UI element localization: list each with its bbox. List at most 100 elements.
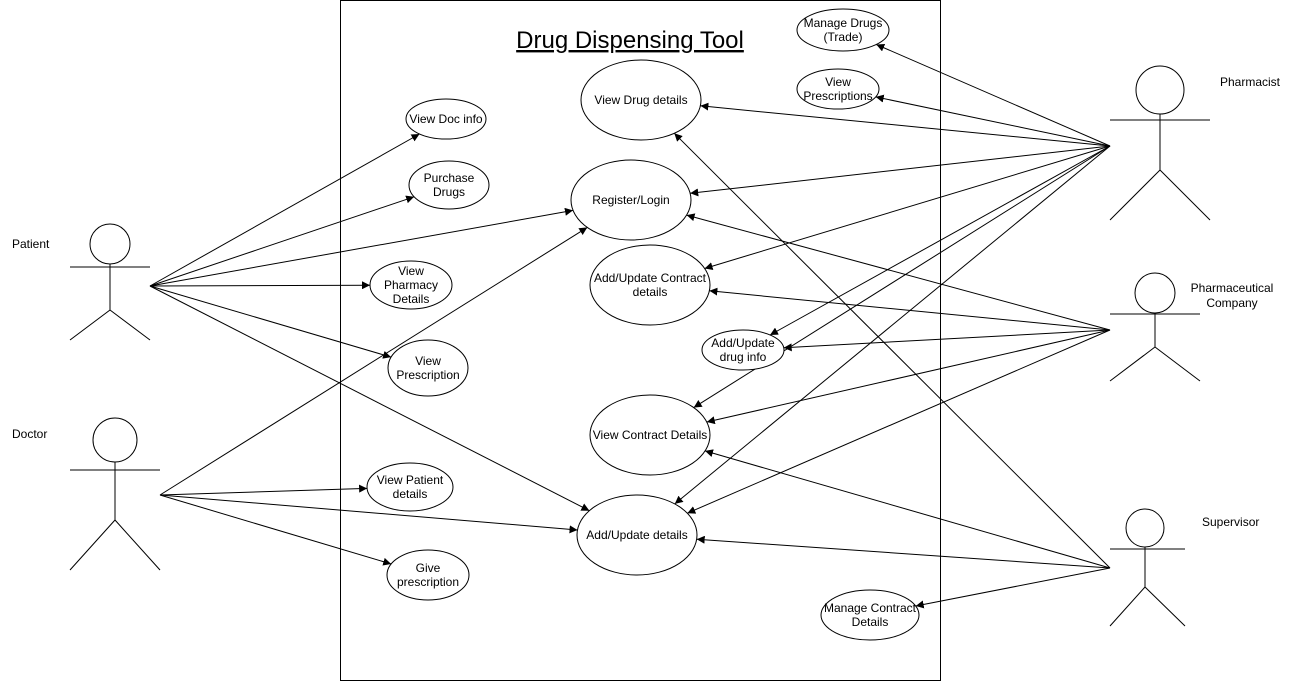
actor-pharmacist: Pharmacist bbox=[1109, 65, 1281, 221]
association-pharmacist-add-update-contract bbox=[704, 145, 1111, 271]
actor-patient: Patient bbox=[12, 223, 151, 341]
use-case-label: prescription bbox=[397, 575, 459, 589]
use-case-ellipse bbox=[576, 494, 698, 576]
association-patient-purchase-drugs bbox=[149, 195, 415, 287]
actor-right-leg bbox=[1159, 169, 1211, 221]
use-case-label: View Patient bbox=[377, 473, 444, 487]
use-case-label: View bbox=[415, 354, 441, 368]
actor-left-leg bbox=[1109, 346, 1156, 382]
use-case-ellipse bbox=[570, 159, 692, 241]
association-pharmacist-manage-drugs bbox=[876, 44, 1111, 147]
use-case-label: Manage Contract bbox=[824, 601, 917, 615]
use-case-label: details bbox=[393, 487, 428, 501]
use-case-ellipse bbox=[408, 160, 490, 210]
actor-doctor: Doctor bbox=[12, 417, 161, 571]
use-case-ellipse bbox=[820, 589, 920, 641]
system-boundary bbox=[340, 0, 941, 681]
use-case-label: Pharmacy bbox=[384, 278, 438, 292]
use-case-manage-drugs: Manage Drugs(Trade) bbox=[796, 8, 890, 52]
use-case-label: details bbox=[633, 285, 668, 299]
actor-left-leg bbox=[1109, 169, 1161, 221]
use-case-ellipse bbox=[387, 339, 469, 397]
use-case-label: Details bbox=[852, 615, 889, 629]
association-patient-view-pharmacy-details bbox=[149, 281, 371, 290]
system-title: Drug Dispensing Tool bbox=[516, 27, 744, 54]
actor-right-leg bbox=[109, 309, 151, 341]
use-case-ellipse bbox=[580, 59, 702, 141]
use-case-label: Register/Login bbox=[592, 193, 669, 207]
association-company-register-login bbox=[686, 213, 1111, 331]
use-case-label: Purchase bbox=[424, 171, 475, 185]
use-case-ellipse bbox=[589, 244, 711, 326]
use-case-label: (Trade) bbox=[824, 30, 863, 44]
use-case-ellipse bbox=[386, 549, 470, 601]
actor-head bbox=[92, 417, 138, 463]
association-company-view-contract-details bbox=[706, 329, 1111, 425]
use-case-label: View Drug details bbox=[594, 93, 687, 107]
actor-head bbox=[1135, 65, 1185, 115]
association-supervisor-manage-contract-details bbox=[915, 567, 1111, 609]
use-case-ellipse bbox=[701, 329, 785, 371]
association-doctor-give-prescription bbox=[159, 494, 392, 566]
use-case-ellipse bbox=[369, 260, 453, 310]
use-case-label: View bbox=[825, 75, 851, 89]
association-supervisor-add-update-details bbox=[696, 535, 1111, 569]
actor-label: Pharmacist bbox=[1220, 75, 1281, 89]
association-company-add-update-details bbox=[687, 329, 1111, 514]
use-case-label: View Contract Details bbox=[593, 428, 708, 442]
associations bbox=[149, 44, 1111, 609]
actor-label: Supervisor bbox=[1202, 515, 1259, 529]
use-case-ellipse bbox=[796, 68, 880, 110]
use-case-label: Add/Update bbox=[711, 336, 775, 350]
use-case-label: Add/Update Contract bbox=[594, 271, 707, 285]
association-company-add-update-drug-info bbox=[783, 329, 1111, 352]
association-pharmacist-view-prescriptions bbox=[875, 94, 1111, 147]
use-case-add-update-details: Add/Update details bbox=[576, 494, 698, 576]
use-case-label: Add/Update details bbox=[586, 528, 687, 542]
use-case-label: Give bbox=[416, 561, 441, 575]
use-case-label: drug info bbox=[720, 350, 767, 364]
use-case-label: Drugs bbox=[433, 185, 465, 199]
actor-label: Patient bbox=[12, 237, 50, 251]
use-cases: Manage Drugs(Trade)ViewPrescriptionsView… bbox=[366, 8, 920, 641]
use-case-label: Details bbox=[393, 292, 430, 306]
use-case-label: View Doc info bbox=[409, 112, 482, 126]
actor-left-leg bbox=[1109, 586, 1146, 627]
actor-right-leg bbox=[1144, 586, 1186, 627]
association-patient-view-prescription bbox=[149, 285, 392, 359]
actor-right-leg bbox=[114, 519, 161, 571]
association-patient-view-doc-info bbox=[149, 133, 420, 287]
actor-right-leg bbox=[1154, 346, 1201, 382]
use-case-view-drug-details: View Drug details bbox=[580, 59, 702, 141]
use-case-ellipse bbox=[405, 98, 487, 140]
use-case-ellipse bbox=[796, 8, 890, 52]
use-case-label: Prescription bbox=[396, 368, 459, 382]
association-pharmacist-register-login bbox=[690, 145, 1111, 197]
actor-head bbox=[1134, 272, 1176, 314]
use-case-view-doc-info: View Doc info bbox=[405, 98, 487, 140]
use-case-label: Manage Drugs bbox=[804, 16, 883, 30]
association-doctor-add-update-details bbox=[159, 494, 578, 534]
association-patient-register-login bbox=[149, 207, 574, 287]
association-supervisor-view-drug-details bbox=[673, 132, 1111, 569]
association-pharmacist-add-update-details bbox=[674, 145, 1111, 505]
use-case-register-login: Register/Login bbox=[570, 159, 692, 241]
actor-head bbox=[89, 223, 131, 265]
use-case-ellipse bbox=[589, 394, 711, 476]
use-case-label: Prescriptions bbox=[803, 89, 872, 103]
actor-left-leg bbox=[69, 309, 111, 341]
actor-supervisor: Supervisor bbox=[1109, 508, 1259, 627]
